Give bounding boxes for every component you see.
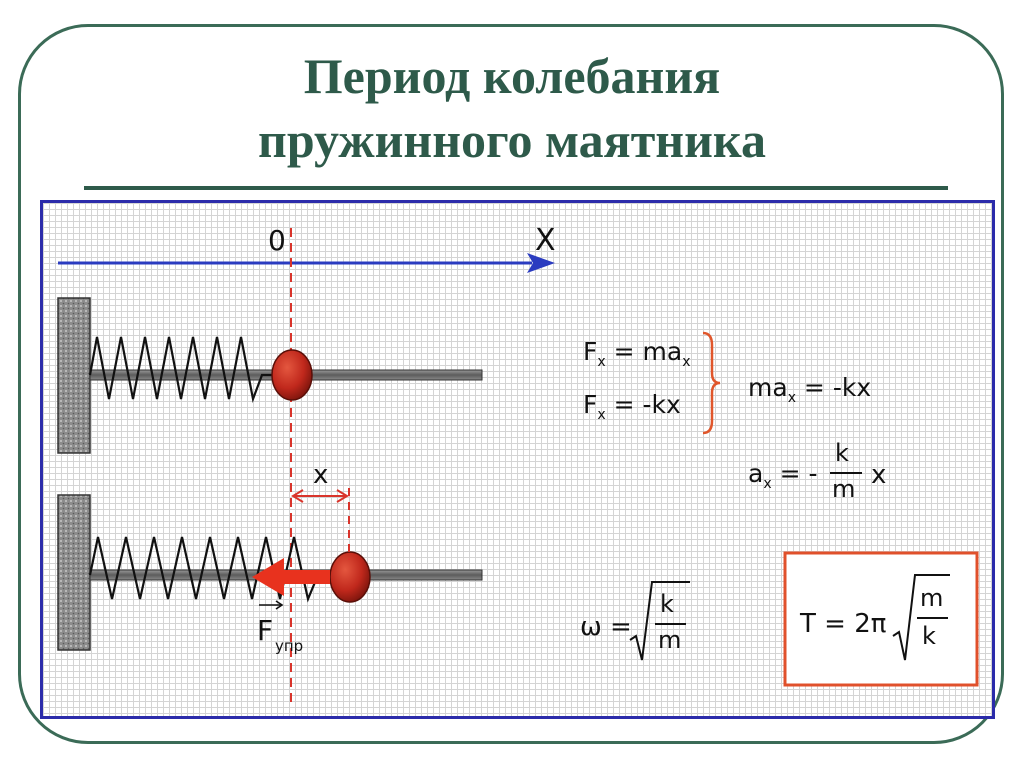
force-arrow-icon <box>252 558 284 596</box>
eq-period: T = 2π m k <box>799 574 950 661</box>
eq-newton: Fx = max <box>583 337 691 370</box>
force-subscript: упр <box>275 637 303 655</box>
sqrt-omega-icon <box>629 581 690 661</box>
eq-hooke: Fx = -kx <box>583 390 681 423</box>
equations: Fx = max Fx = -kx max = -kx ax = - k m x… <box>580 331 979 687</box>
eq-acceleration: ax = - k m x <box>748 439 886 503</box>
pendulum-displaced <box>57 494 483 651</box>
eq-period-lhs: T = 2π <box>799 609 886 639</box>
title-line-2: пружинного маятника <box>258 112 766 168</box>
displacement-marker: x <box>291 460 350 560</box>
eq-omega: ω = k m <box>580 581 690 661</box>
eq-combined: max = -kx <box>748 373 871 406</box>
eq-period-den: k <box>922 622 936 650</box>
eq-accel-num: k <box>835 439 849 467</box>
eq-period-num: m <box>920 584 943 612</box>
eq-omega-lhs: ω = <box>580 612 632 642</box>
eq-accel-tail: x <box>871 460 886 490</box>
force-symbol: F <box>257 614 273 647</box>
wall-bottom-icon <box>57 494 91 651</box>
ball-top-icon <box>271 349 313 401</box>
x-axis-arrowhead <box>527 253 555 273</box>
spring-bottom-icon <box>88 536 335 603</box>
slide-title: Период колебания пружинного маятника <box>0 44 1024 172</box>
brace-icon <box>702 331 721 435</box>
force-vector-arrow-icon <box>275 600 284 610</box>
pendulum-equilibrium <box>57 297 483 454</box>
eq-accel-den: m <box>832 475 855 503</box>
title-line-1: Период колебания <box>303 48 721 104</box>
sqrt-period-icon <box>892 574 950 661</box>
x-axis: 0 X <box>58 223 556 273</box>
dimension-arrow-right-icon <box>336 489 349 503</box>
eq-omega-den: m <box>658 626 681 654</box>
wall-top-icon <box>57 297 91 454</box>
eq-omega-num: k <box>660 590 674 618</box>
eq-accel-lhs: ax = - <box>748 459 818 492</box>
force-arrow-shaft <box>280 570 330 584</box>
title-underline <box>84 186 948 190</box>
dimension-arrow-left-icon <box>291 489 304 503</box>
x-axis-label: X <box>535 223 556 258</box>
origin-label: 0 <box>268 224 286 257</box>
spring-top-icon <box>88 336 275 404</box>
force-label: F упр <box>257 600 303 655</box>
displacement-label: x <box>313 460 328 490</box>
